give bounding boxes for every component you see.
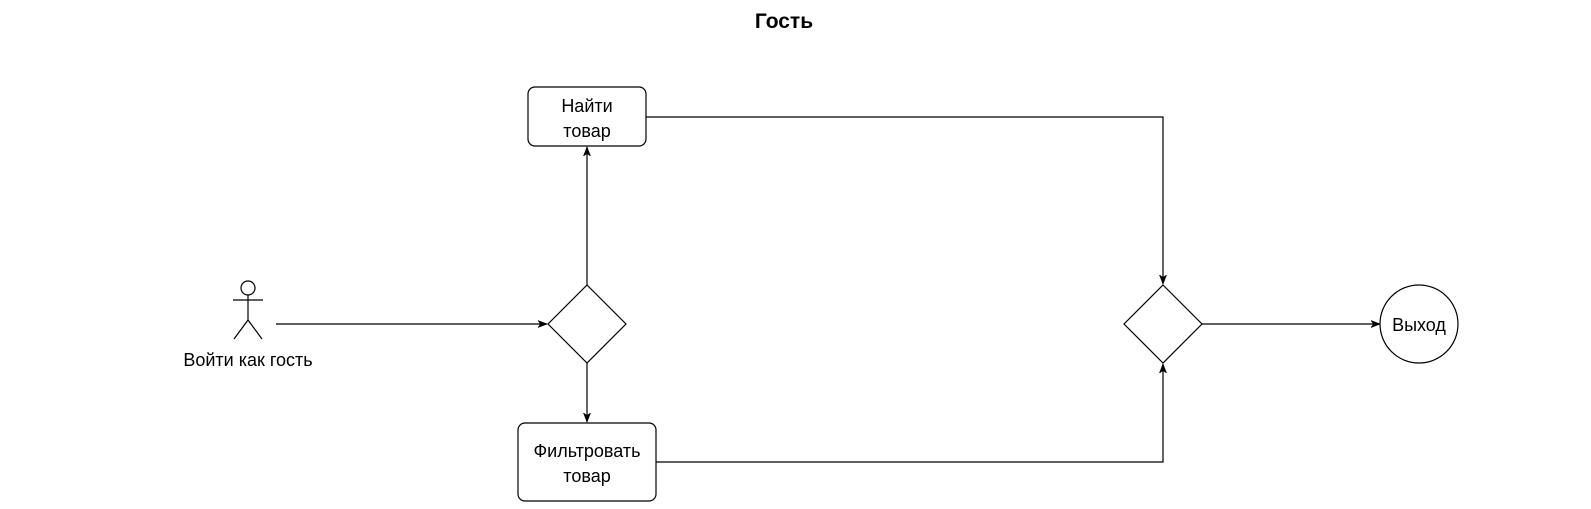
decision-node-branch[interactable] — [547, 284, 627, 364]
diagram-title: Гость — [755, 10, 813, 33]
actor-guest-icon[interactable] — [233, 280, 263, 340]
end-node-exit[interactable]: Выход — [1379, 284, 1459, 364]
filter-product-label-line1: Фильтровать — [533, 441, 640, 461]
find-product-label-line2: товар — [563, 121, 610, 141]
edge-filter-to-merge — [656, 364, 1163, 463]
decision-node-merge[interactable] — [1123, 284, 1203, 364]
find-product-label-line1: Найти — [561, 96, 612, 116]
action-filter-product[interactable]: Фильтровать товар — [517, 422, 657, 502]
edge-find-to-merge — [646, 116, 1163, 284]
filter-product-label-line2: товар — [563, 466, 610, 486]
action-find-product[interactable]: Найти товар — [527, 86, 647, 147]
exit-label: Выход — [1392, 315, 1446, 335]
actor-label: Войти как гость — [183, 350, 312, 370]
